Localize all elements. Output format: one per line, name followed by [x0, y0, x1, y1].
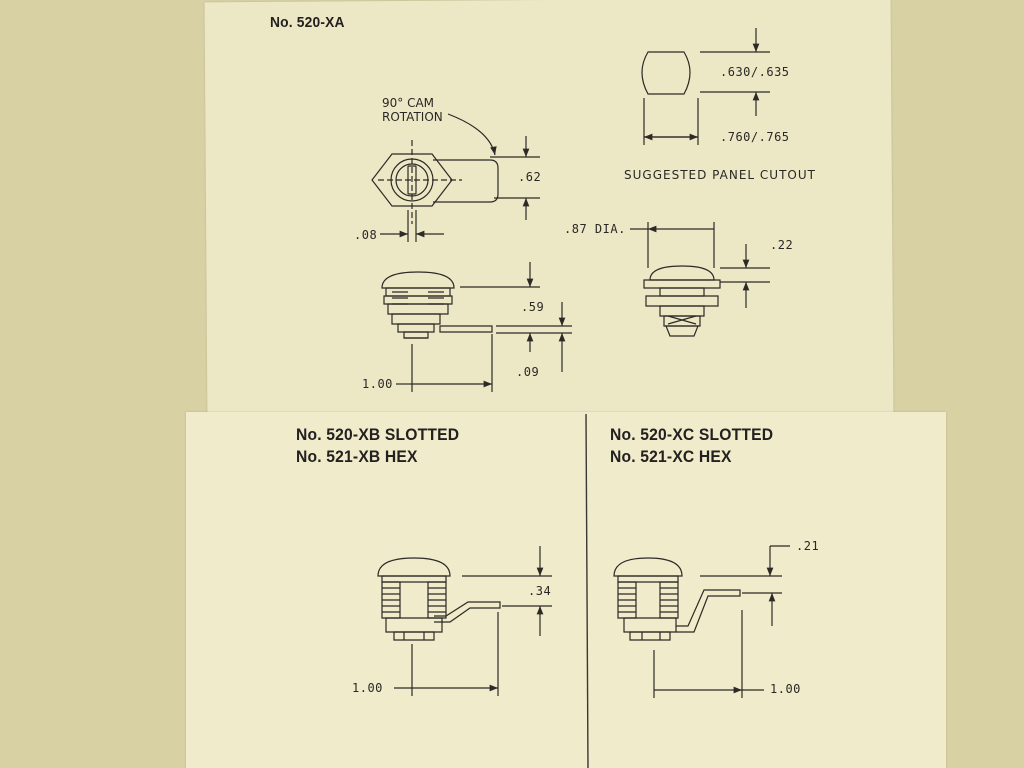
xa-top-view	[372, 114, 540, 242]
xc-dim-21: .21	[796, 539, 820, 553]
xc-side-view	[614, 546, 790, 698]
cutout-width-dim: .760/.765	[720, 130, 790, 144]
panel-divider	[586, 414, 588, 768]
xc-title-line-2: No. 521-XC HEX	[610, 447, 732, 466]
xc-dim-100: 1.00	[770, 682, 801, 696]
dim-87-dia: .87 DIA.	[564, 222, 626, 236]
dim-22: .22	[770, 238, 794, 252]
panel-cutout-view	[642, 28, 770, 145]
xa-front-view	[630, 222, 770, 336]
xb-side-view	[378, 546, 552, 696]
xc-title-line-1: No. 520-XC SLOTTED	[610, 425, 774, 444]
dim-62: .62	[518, 170, 542, 184]
dim-59: .59	[521, 300, 545, 314]
cam-rotation-label-1: 90° CAM	[382, 96, 435, 110]
xa-side-view	[382, 262, 572, 392]
xb-dim-34: .34	[528, 584, 552, 598]
xb-title-line-1: No. 520-XB SLOTTED	[296, 425, 460, 444]
xb-title-line-2: No. 521-XB HEX	[296, 447, 418, 466]
xb-dim-100: 1.00	[352, 681, 383, 695]
dim-08: .08	[354, 228, 378, 242]
dim-09: .09	[516, 365, 540, 379]
cutout-height-dim: .630/.635	[720, 65, 790, 79]
xa-title: No. 520-XA	[270, 14, 345, 31]
drawing-sheet-bottom	[186, 412, 946, 768]
suggested-panel-cutout-label: SUGGESTED PANEL CUTOUT	[624, 168, 816, 182]
cam-rotation-label-2: ROTATION	[382, 110, 443, 124]
xa-dim-100: 1.00	[362, 377, 393, 391]
